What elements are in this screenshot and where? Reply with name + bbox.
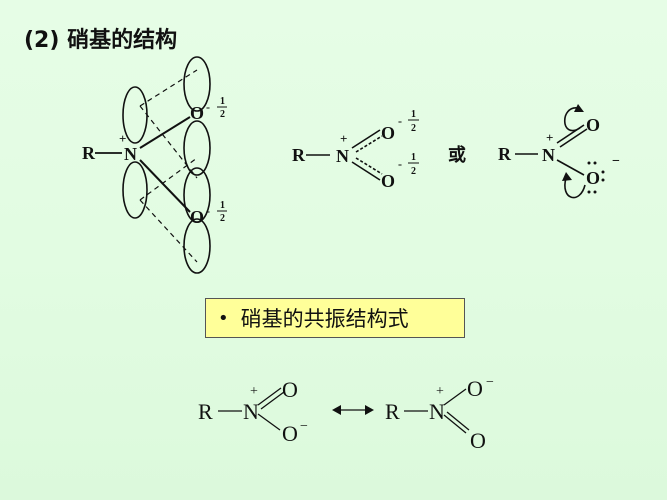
delocalized-structure: R N + O O - 1 2 - 1 2 [292,109,419,191]
svg-text:-: - [206,100,210,114]
o-charge: − [486,375,494,390]
o-label: O [282,377,298,402]
svg-text:1: 1 [220,96,225,107]
svg-text:2: 2 [411,166,416,177]
curved-arrow-icon [564,107,581,132]
svg-text:-: - [398,157,402,171]
o-label: O [282,421,298,446]
svg-text:-: - [206,204,210,218]
lone-pair-dots [587,161,605,194]
r-label: R [498,144,512,164]
bullet: • [218,307,229,329]
svg-text:2: 2 [220,109,225,120]
n-charge: + [250,384,258,399]
svg-text:2: 2 [411,123,416,134]
orbital-diagram [95,56,211,274]
resonance-structures: R N + O O − R N + O − O [198,375,494,453]
orbital-lobe-icon [183,56,211,112]
r-label: R [82,143,96,163]
o-label: O [467,376,483,401]
svg-text:1: 1 [411,109,416,120]
o-label: O [190,103,204,123]
n-label: N [429,399,445,424]
curved-arrow-structure: R N + O O − [498,104,620,199]
o-label: O [470,428,486,453]
double-arrow-icon [332,405,341,415]
n-label: N [542,145,555,165]
o-label: O [381,171,395,191]
svg-text:1: 1 [220,200,225,211]
orbital-lobe-icon [183,218,211,274]
n-label: N [243,399,259,424]
n-label: N [124,144,137,164]
n-charge: + [119,131,126,146]
o-charge: − [300,419,308,434]
o-label: O [586,168,600,188]
or-text: 或 [448,144,466,166]
r-label: R [198,399,213,424]
r-label: R [385,399,400,424]
svg-text:1: 1 [411,152,416,163]
svg-text:2: 2 [220,213,225,224]
orbital-lobe-icon [122,161,148,219]
n-label: N [336,146,349,166]
orbital-lobe-icon [122,86,148,144]
r-label: R [292,145,306,165]
o-label: O [190,207,204,227]
svg-text:-: - [398,114,402,128]
o-label: O [586,115,600,135]
orbital-lobe-icon [183,167,211,223]
n-charge: + [546,130,553,145]
slide-title: (2) 硝基的结构 [24,28,178,53]
n-charge: + [436,384,444,399]
orbital-lobe-icon [183,120,211,176]
curved-arrow-icon [564,177,586,199]
resonance-label-box: • 硝基的共振结构式 [205,298,465,338]
o-charge: − [612,154,620,169]
n-charge: + [340,131,347,146]
resonance-label: 硝基的共振结构式 [240,307,409,331]
o-label: O [381,123,395,143]
